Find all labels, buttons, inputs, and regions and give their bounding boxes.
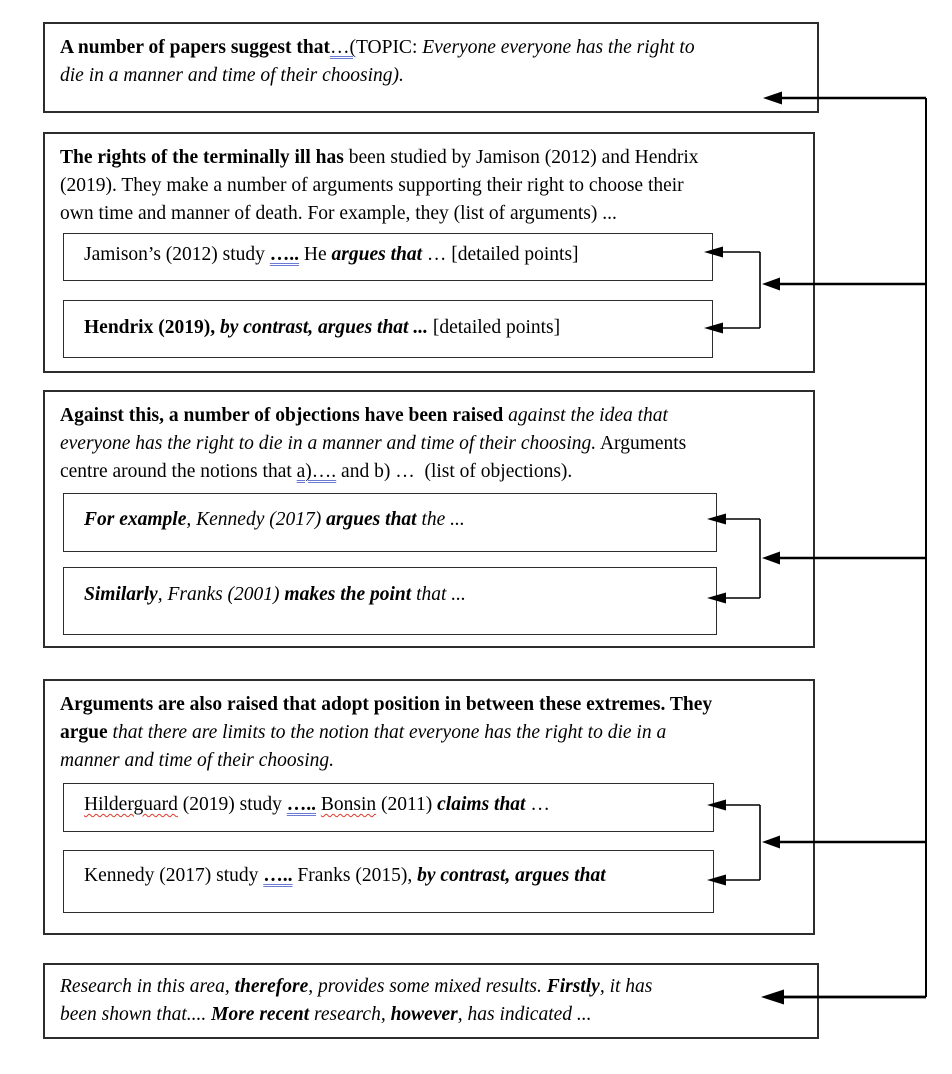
text-segment: … [detailed points]	[422, 244, 579, 265]
text-segment: TOPIC:	[355, 37, 423, 58]
text-segment: He	[299, 244, 332, 265]
text-segment: Arguments	[596, 433, 687, 454]
text-segment: the ...	[416, 509, 465, 530]
text-segment: Bonsin	[320, 794, 377, 815]
hilderguard-bonsin-text: Hilderguard (2019) study ….. Bonsin (201…	[64, 784, 713, 818]
text-segment: …(	[329, 37, 356, 58]
text-segment: been studied by Jamison (2012) and Hendr…	[343, 147, 699, 168]
jamison-study-box: Jamison’s (2012) study ….. He argues tha…	[63, 233, 713, 281]
text-segment: by contrast, argues that ...	[219, 317, 428, 338]
text-segment: , Franks (2001)	[157, 584, 285, 605]
text-segment: argues that	[331, 244, 423, 265]
text-segment: Franks (2015),	[292, 865, 418, 886]
kennedy-objection-box: For example, Kennedy (2017) argues that …	[63, 493, 717, 552]
summary-text: Research in this area, therefore, provid…	[45, 965, 817, 1029]
theme-one-rights-box: The rights of the terminally ill has bee…	[43, 132, 815, 373]
text-segment: …..	[286, 794, 316, 815]
text-segment: own time and manner of death. For exampl…	[60, 203, 617, 224]
topic-sentence-box: A number of papers suggest that…(TOPIC: …	[43, 22, 819, 113]
summary-box: Research in this area, therefore, provid…	[43, 963, 819, 1039]
text-segment: by contrast, argues that	[417, 865, 606, 886]
text-segment: a)….	[296, 461, 337, 482]
kennedy-objection-text: For example, Kennedy (2017) argues that …	[64, 494, 716, 533]
text-segment: More recent	[211, 1004, 310, 1025]
franks-objection-text: Similarly, Franks (2001) makes the point…	[64, 568, 716, 608]
text-segment: everyone has the right to die in a manne…	[60, 433, 597, 454]
kennedy-franks-box: Kennedy (2017) study ….. Franks (2015), …	[63, 850, 714, 913]
objections-box: Against this, a number of objections hav…	[43, 390, 815, 648]
middle-position-text: Arguments are also raised that adopt pos…	[45, 681, 813, 775]
hilderguard-bonsin-box: Hilderguard (2019) study ….. Bonsin (201…	[63, 783, 714, 832]
middle-position-box: Arguments are also raised that adopt pos…	[43, 679, 815, 935]
text-segment: been shown that....	[60, 1004, 212, 1025]
text-segment: against the idea that	[508, 405, 668, 426]
text-segment: that there are limits to the notion that…	[112, 722, 667, 743]
text-segment: die in a manner and time of their choosi…	[60, 65, 404, 86]
text-segment: Against this, a number of objections hav…	[60, 405, 509, 426]
text-segment: Firstly	[546, 976, 600, 997]
text-segment: (2019) study	[177, 794, 287, 815]
text-segment: The rights of the terminally ill has	[60, 147, 344, 168]
text-segment: …..	[263, 865, 293, 886]
text-segment: [detailed points]	[427, 317, 561, 338]
text-segment: makes the point	[284, 584, 412, 605]
text-segment: claims that	[437, 794, 526, 815]
kennedy-franks-text: Kennedy (2017) study ….. Franks (2015), …	[64, 851, 713, 889]
text-segment: Kennedy (2017) study	[84, 865, 264, 886]
objections-text: Against this, a number of objections hav…	[45, 392, 813, 486]
text-segment: Jamison’s (2012) study	[84, 244, 270, 265]
text-segment: , has indicated ...	[457, 1004, 592, 1025]
topic-sentence-text: A number of papers suggest that…(TOPIC: …	[45, 24, 817, 90]
hendrix-study-text: Hendrix (2019), by contrast, argues that…	[64, 301, 712, 341]
text-segment: and b) … (list of objections).	[336, 461, 573, 482]
text-segment: Hilderguard	[84, 794, 178, 815]
text-segment: , Kennedy (2017)	[186, 509, 327, 530]
text-segment: research,	[309, 1004, 391, 1025]
theme-one-text: The rights of the terminally ill has bee…	[45, 134, 813, 228]
text-segment: argues that	[326, 509, 417, 530]
text-segment: argue	[60, 722, 113, 743]
text-segment: manner and time of their choosing.	[60, 750, 335, 771]
text-segment: Similarly	[84, 584, 158, 605]
text-segment: that ...	[411, 584, 466, 605]
text-segment: Research in this area,	[60, 976, 235, 997]
text-segment: therefore	[234, 976, 309, 997]
text-segment: (2011)	[376, 794, 438, 815]
text-segment: A number of papers suggest that	[60, 37, 330, 58]
text-segment: (2019). They make a number of arguments …	[60, 175, 684, 196]
text-segment: Hendrix (2019),	[84, 317, 220, 338]
text-segment: …	[525, 794, 550, 815]
text-segment: …..	[269, 244, 300, 265]
hendrix-study-box: Hendrix (2019), by contrast, argues that…	[63, 300, 713, 358]
text-segment: , provides some mixed results.	[308, 976, 547, 997]
franks-objection-box: Similarly, Franks (2001) makes the point…	[63, 567, 717, 635]
text-segment: centre around the notions that	[60, 461, 297, 482]
text-segment: Everyone everyone has the right to	[422, 37, 695, 58]
text-segment: For example	[84, 509, 187, 530]
text-segment: , it has	[599, 976, 653, 997]
text-segment: however	[390, 1004, 458, 1025]
text-segment: Arguments are also raised that adopt pos…	[60, 694, 713, 715]
jamison-study-text: Jamison’s (2012) study ….. He argues tha…	[64, 234, 712, 268]
